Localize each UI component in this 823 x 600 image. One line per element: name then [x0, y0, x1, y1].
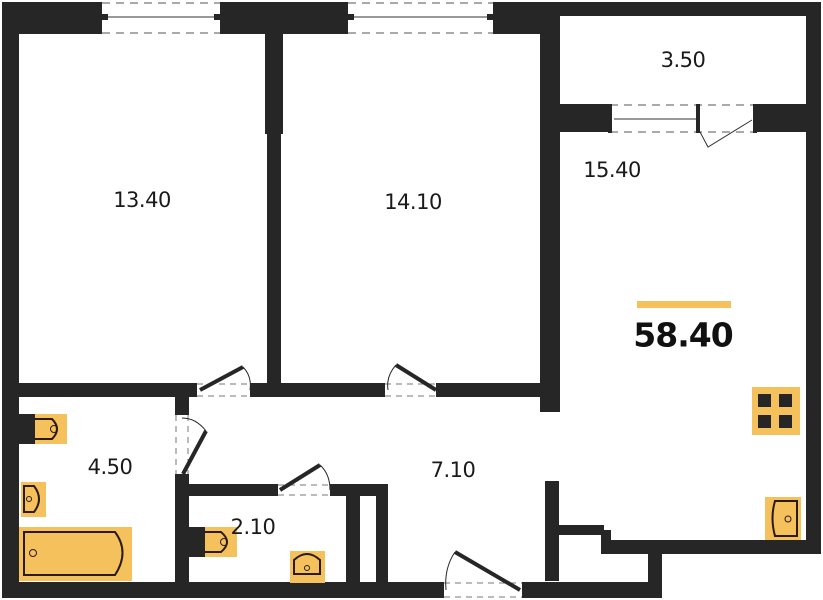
wc-toilet-icon	[189, 527, 237, 557]
doors	[175, 363, 522, 598]
windows	[102, 2, 757, 148]
balcony-area: 3.50	[660, 48, 706, 72]
wc-washbasin-icon	[290, 551, 325, 583]
bedroom-1-area: 13.40	[113, 188, 171, 212]
kitchen-living-area: 15.40	[583, 158, 641, 182]
bathtub-icon	[19, 527, 132, 581]
stove-icon	[752, 387, 800, 435]
bathroom-toilet-icon	[19, 414, 67, 444]
hallway-area: 7.10	[430, 458, 476, 482]
toilet-area: 2.10	[230, 515, 276, 539]
kitchen-sink-icon	[765, 497, 801, 540]
total-area: 58.40	[633, 315, 733, 355]
bedroom-2-area: 14.10	[384, 190, 442, 214]
total-area-accent-bar	[637, 301, 731, 308]
bathroom-area: 4.50	[87, 455, 133, 479]
bathroom-washbasin-icon	[21, 482, 46, 517]
